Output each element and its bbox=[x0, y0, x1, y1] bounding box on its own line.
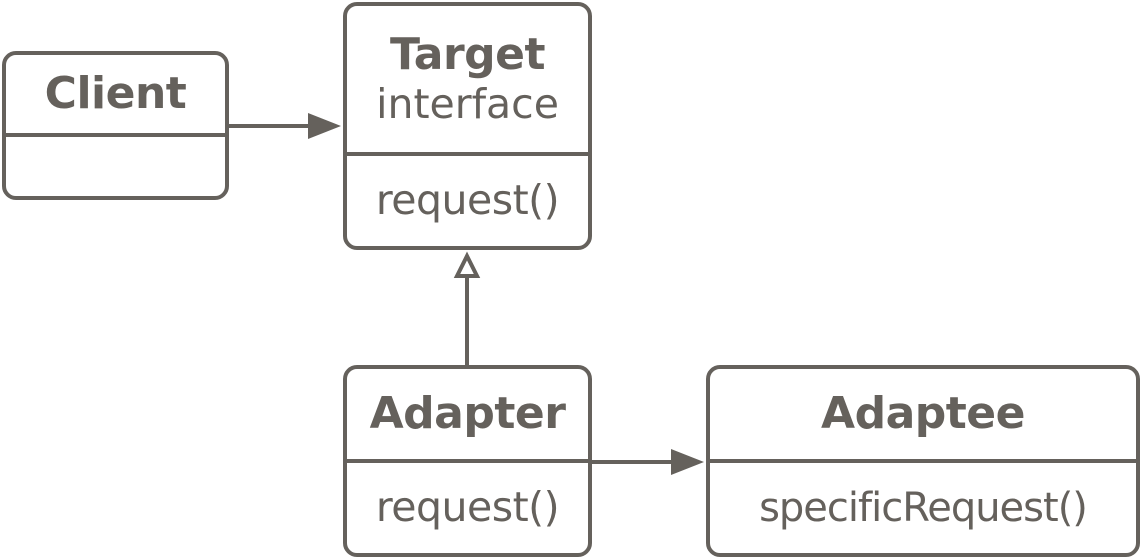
class-target[interactable]: Target interface request() bbox=[343, 2, 592, 250]
class-adapter[interactable]: Adapter request() bbox=[343, 365, 592, 557]
association-arrowhead bbox=[671, 449, 704, 475]
class-operations: specificRequest() bbox=[710, 459, 1136, 553]
realization-arrowhead bbox=[453, 251, 481, 278]
class-operations: request() bbox=[347, 152, 588, 246]
operation: request() bbox=[375, 176, 560, 225]
adapter-adaptee-association bbox=[592, 449, 704, 475]
class-operations: request() bbox=[347, 459, 588, 553]
class-name: Adapter bbox=[369, 387, 566, 439]
class-header: Client bbox=[6, 55, 225, 133]
class-adaptee[interactable]: Adaptee specificRequest() bbox=[706, 365, 1140, 557]
class-stereotype: interface bbox=[376, 79, 559, 128]
class-name: Target bbox=[389, 29, 546, 81]
class-name: Client bbox=[44, 67, 187, 119]
operation: request() bbox=[375, 483, 560, 532]
class-client[interactable]: Client bbox=[2, 51, 229, 200]
operation: specificRequest() bbox=[759, 485, 1088, 531]
adapter-target-realization bbox=[453, 251, 481, 365]
class-name: Adaptee bbox=[821, 387, 1025, 439]
association-arrowhead bbox=[308, 113, 341, 139]
class-operations bbox=[6, 133, 225, 196]
class-header: Adapter bbox=[347, 369, 588, 459]
class-header: Target interface bbox=[347, 6, 588, 152]
client-target-association bbox=[229, 113, 341, 139]
class-header: Adaptee bbox=[710, 369, 1136, 459]
